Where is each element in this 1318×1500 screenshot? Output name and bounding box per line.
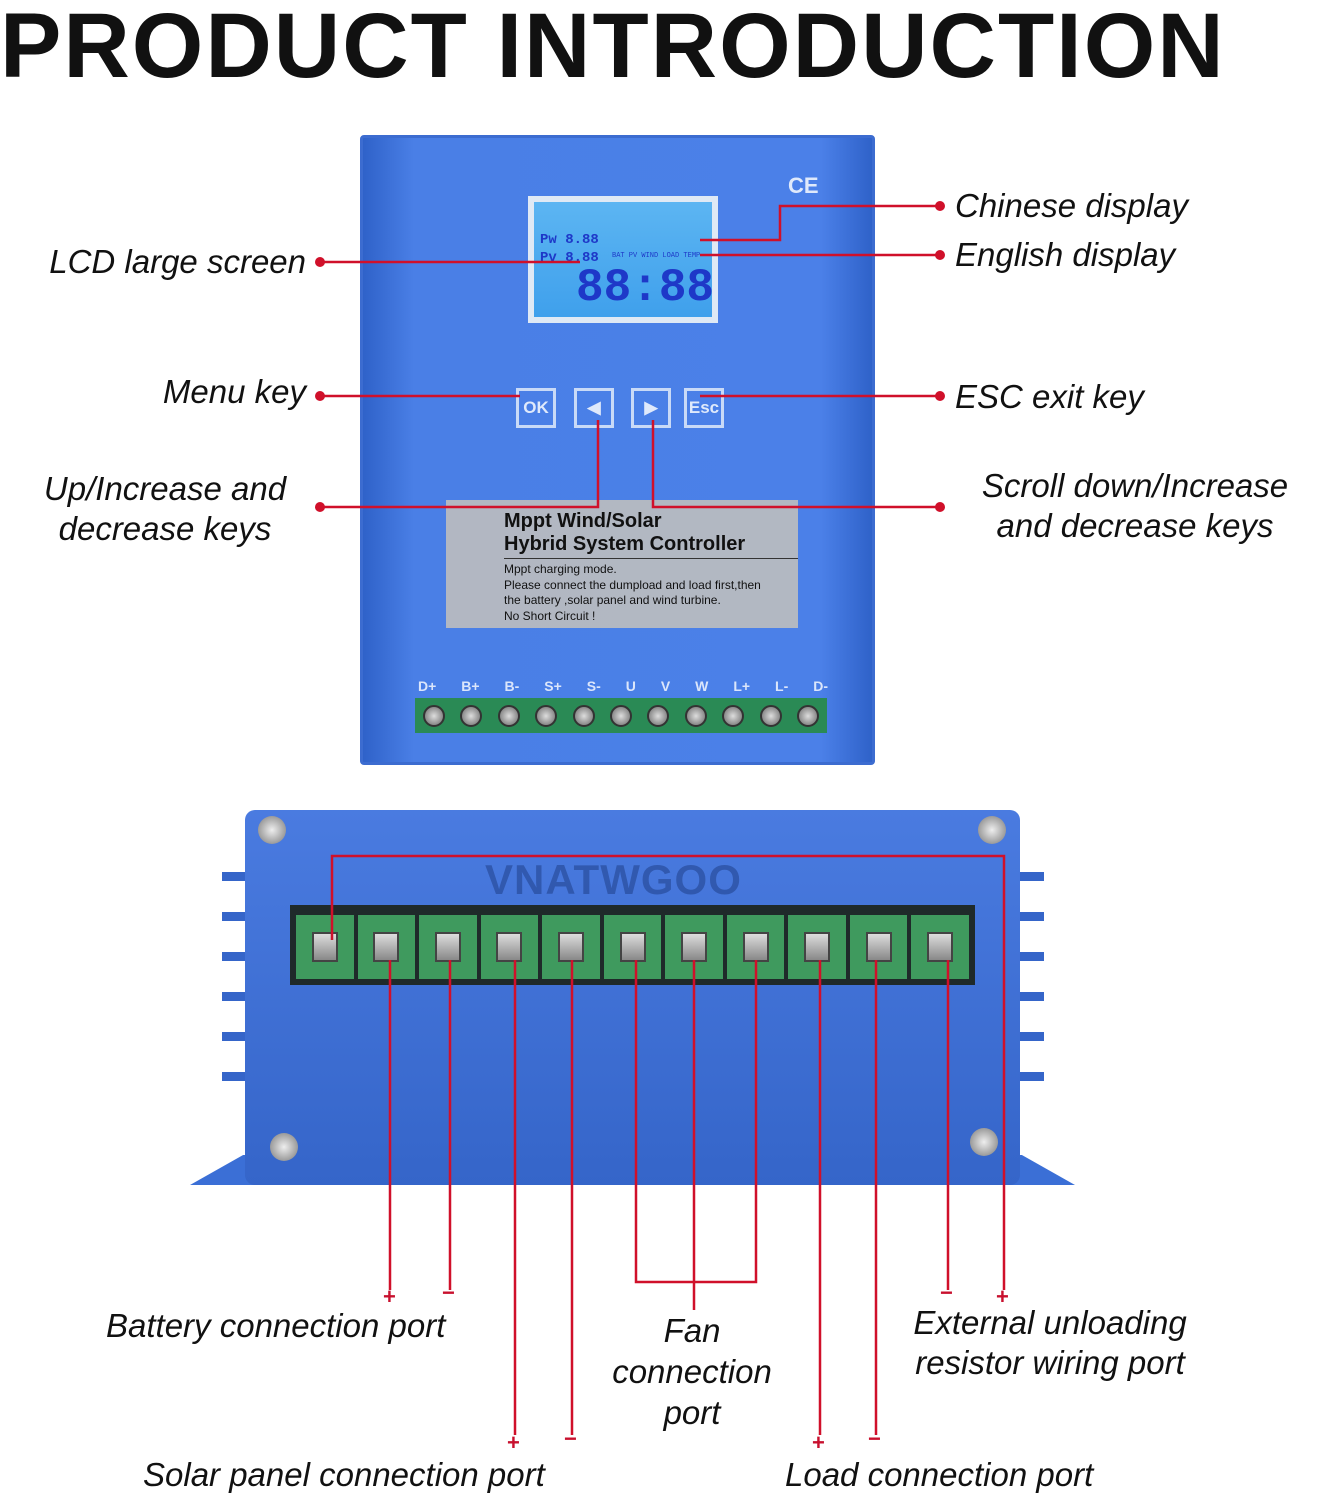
terminal-strip	[415, 698, 827, 733]
plus-sign: +	[812, 1430, 825, 1455]
plus-sign: +	[383, 1284, 396, 1309]
plate-text: the battery ,solar panel and wind turbin…	[504, 593, 721, 607]
callout-text: Fan	[663, 1312, 721, 1349]
left-key[interactable]: ◀	[574, 388, 614, 428]
screw-icon	[978, 816, 1006, 844]
terminal-label: S-	[586, 678, 601, 694]
callout-esc: ESC exit key	[955, 378, 1144, 415]
lcd-row1: Pw 8.88	[540, 232, 599, 248]
minus-sign: −	[868, 1426, 881, 1451]
plate-heading-2: Hybrid System Controller	[504, 533, 746, 555]
lcd-big-digits: 88:88	[576, 262, 715, 314]
ok-key[interactable]: OK	[516, 388, 556, 428]
callout-text: resistor wiring port	[915, 1344, 1185, 1381]
callout-battery: Battery connection port	[106, 1307, 446, 1344]
callout-text: External unloading	[913, 1304, 1187, 1341]
terminal-label: D+	[418, 678, 437, 694]
terminal-labels: D+ B+ B- S+ S- U V W L+ L- D-	[418, 678, 828, 694]
plate-text: Please connect the dumpload and load fir…	[504, 577, 761, 592]
screw-icon	[258, 816, 286, 844]
esc-key[interactable]: Esc	[684, 388, 724, 428]
callout-text: Scroll down/Increase	[981, 467, 1289, 504]
lcd-english-line: BAT PV WIND LOAD TEMP	[612, 252, 701, 260]
callout-text: port	[663, 1394, 721, 1431]
callout-text: and decrease keys	[996, 507, 1274, 544]
terminal-label: L+	[733, 678, 751, 694]
minus-sign: −	[442, 1280, 455, 1305]
terminal-label: S+	[544, 678, 562, 694]
terminal-block	[290, 905, 975, 985]
terminal-label: U	[625, 678, 636, 694]
terminal-label: D-	[813, 678, 828, 694]
page-title: PRODUCT INTRODUCTION	[0, 0, 1226, 97]
terminal-label: B+	[461, 678, 480, 694]
brand-watermark: VNATWGOO	[485, 856, 742, 903]
terminal-label: W	[695, 678, 709, 694]
callout-text: Up/Increase and	[43, 470, 287, 507]
minus-sign: −	[564, 1426, 577, 1451]
plus-sign: +	[996, 1284, 1009, 1309]
callout-menu: Menu key	[162, 373, 306, 410]
callout-english: English display	[955, 236, 1176, 273]
callout-down-keys: Scroll down/Increase and decrease keys	[950, 466, 1318, 546]
screw-icon	[270, 1133, 298, 1161]
back-controller-image	[245, 810, 1020, 1185]
front-controller-image: CE Pw 8.88 Pv 8.88 BAT PV WIND LOAD TEMP…	[360, 135, 875, 765]
callout-up-keys: Up/Increase and decrease keys	[20, 469, 310, 549]
terminal-label: B-	[504, 678, 520, 694]
plate-heading-1: Mppt Wind/Solar	[504, 510, 662, 532]
ce-mark: CE	[788, 173, 819, 198]
callout-load: Load connection port	[785, 1456, 1094, 1493]
info-plate: Mppt Wind/Solar Hybrid System Controller…	[446, 500, 798, 628]
terminal-label: V	[660, 678, 671, 694]
right-key[interactable]: ▶	[631, 388, 671, 428]
minus-sign: −	[940, 1280, 953, 1305]
plate-text: Mppt charging mode.	[504, 562, 617, 576]
lcd-screen: Pw 8.88 Pv 8.88 BAT PV WIND LOAD TEMP 88…	[528, 196, 718, 323]
terminal-label: L-	[775, 678, 789, 694]
screw-icon	[970, 1128, 998, 1156]
callout-text: connection	[612, 1353, 772, 1390]
callout-lcd: LCD large screen	[49, 243, 306, 280]
callout-fan: Fan connection port	[592, 1310, 792, 1433]
callout-text: decrease keys	[58, 510, 272, 547]
callout-chinese: Chinese display	[955, 187, 1188, 224]
callout-external-resistor: External unloading resistor wiring port	[880, 1303, 1220, 1383]
plate-text: No Short Circuit !	[504, 608, 596, 623]
callout-solar: Solar panel connection port	[143, 1456, 545, 1493]
plus-sign: +	[507, 1430, 520, 1455]
